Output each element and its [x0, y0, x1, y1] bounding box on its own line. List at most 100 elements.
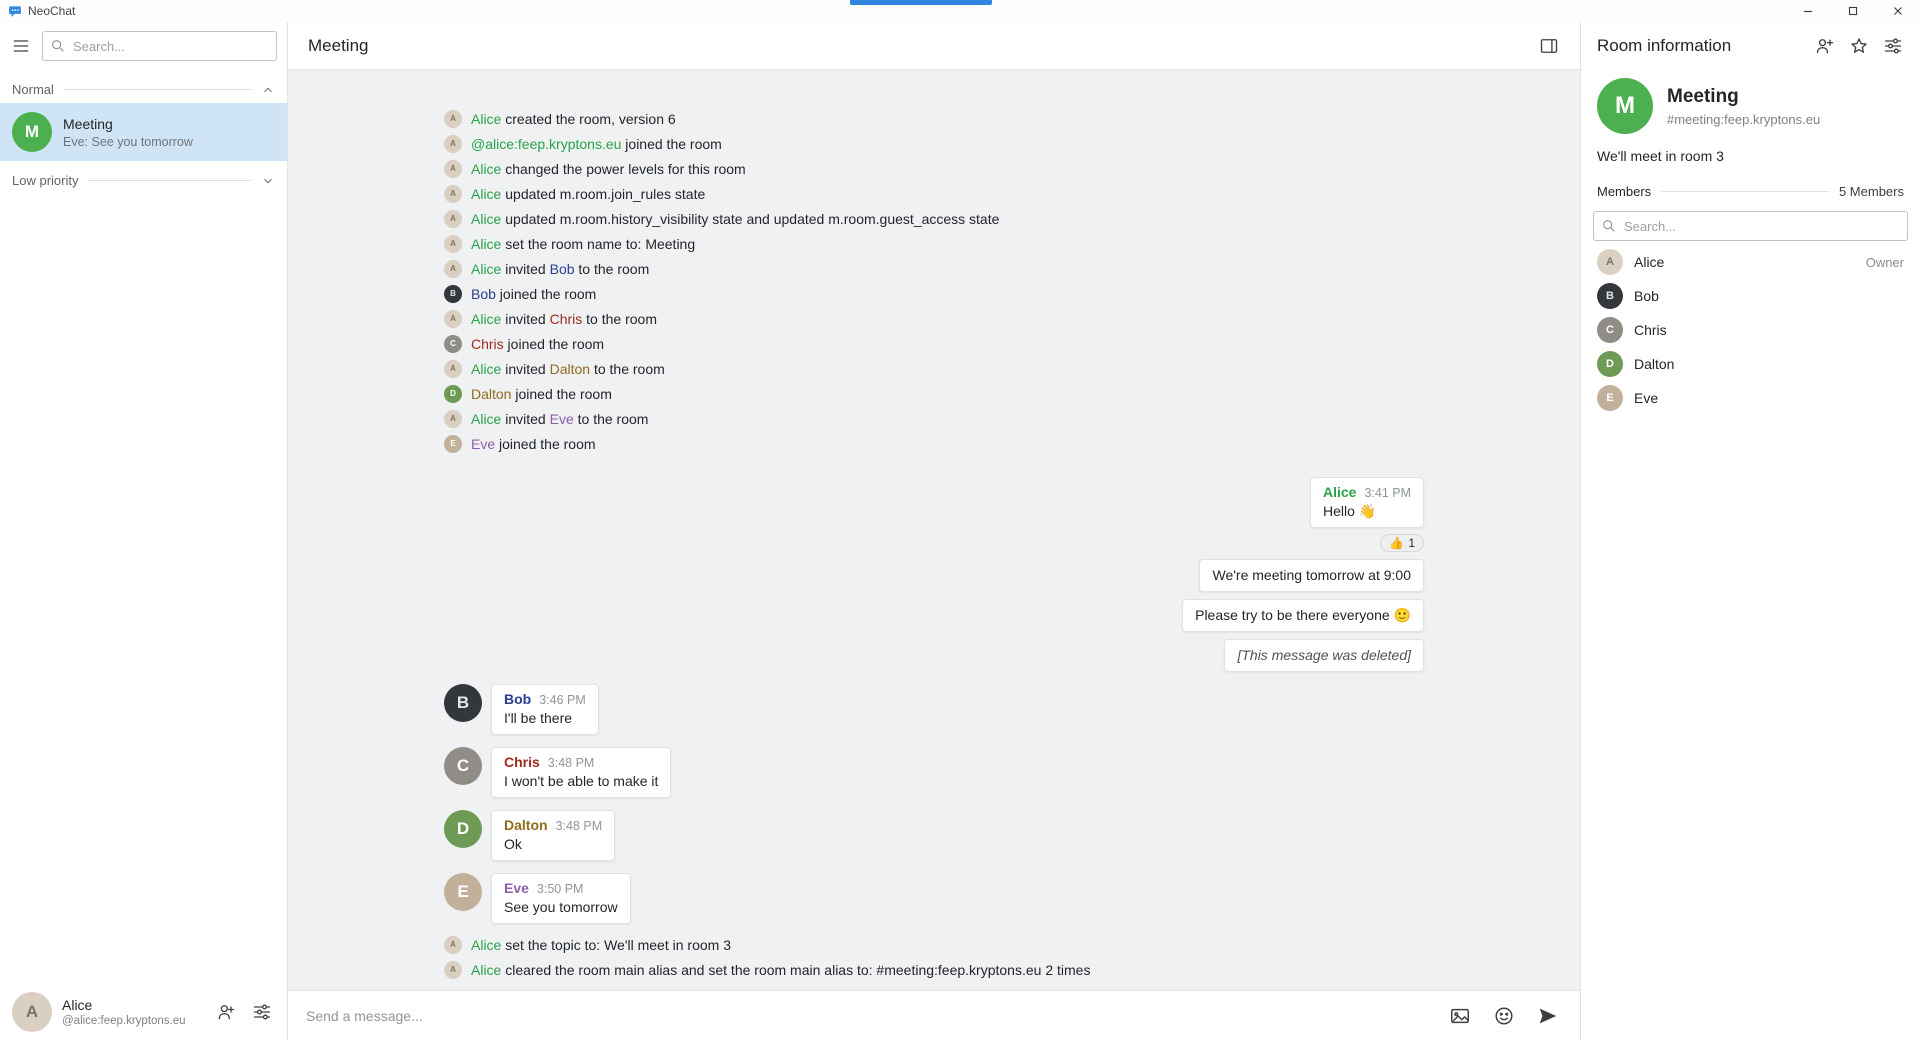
room-alias[interactable]: #meeting:feep.kryptons.eu	[1667, 111, 1821, 127]
attach-button[interactable]	[1446, 1002, 1474, 1030]
bob-avatar[interactable]: B	[444, 284, 462, 303]
maximize-button[interactable]	[1830, 0, 1875, 22]
user-mention[interactable]: Alice	[471, 936, 502, 953]
eve-avatar[interactable]: E	[444, 434, 462, 453]
own-message-row: We're meeting tomorrow at 9:00	[444, 559, 1424, 592]
message-input[interactable]	[306, 1007, 1430, 1024]
star-icon	[1851, 38, 1867, 53]
alice-avatar[interactable]: A	[444, 234, 462, 253]
message-bubble[interactable]: Please try to be there everyone 🙂	[1182, 599, 1424, 632]
alice-avatar[interactable]: A	[444, 184, 462, 203]
room-item-meeting[interactable]: M Meeting Eve: See you tomorrow	[0, 103, 287, 161]
alice-avatar[interactable]: A	[444, 134, 462, 153]
user-mention[interactable]: @alice:feep.kryptons.eu	[471, 135, 622, 152]
message-bubble[interactable]: We're meeting tomorrow at 9:00	[1199, 559, 1424, 592]
room-info-avatar[interactable]: M	[1597, 78, 1653, 134]
user-mention[interactable]: Chris	[471, 335, 504, 352]
close-button[interactable]	[1875, 0, 1920, 22]
send-icon	[1539, 1008, 1557, 1023]
section-normal[interactable]: Normal	[0, 70, 287, 103]
user-mention[interactable]: Eve	[549, 410, 574, 427]
room-summary-texts: Meeting #meeting:feep.kryptons.eu	[1667, 86, 1820, 127]
member-avatar[interactable]: A	[1597, 249, 1623, 275]
user-mention[interactable]: Bob	[549, 260, 575, 277]
member-search-input[interactable]	[1593, 211, 1908, 241]
user-mention[interactable]: Alice	[471, 235, 502, 252]
dalton-avatar[interactable]: D	[444, 384, 462, 403]
user-mention[interactable]: Alice	[471, 110, 502, 127]
user-mention[interactable]: Alice	[471, 160, 502, 177]
room-settings-button[interactable]	[1880, 33, 1906, 59]
alice-avatar[interactable]: A	[444, 359, 462, 378]
eve-avatar[interactable]: E	[444, 873, 482, 911]
alice-avatar[interactable]: A	[444, 259, 462, 278]
user-mention[interactable]: Bob	[471, 285, 496, 302]
bob-avatar[interactable]: B	[444, 684, 482, 722]
member-avatar[interactable]: D	[1597, 351, 1623, 377]
toggle-room-info-button[interactable]	[1536, 33, 1562, 59]
user-mention[interactable]: Chris	[549, 310, 583, 327]
user-mention[interactable]: Alice	[471, 185, 502, 202]
section-low-priority[interactable]: Low priority	[0, 161, 287, 194]
chris-avatar[interactable]: C	[444, 747, 482, 785]
message-bubble[interactable]: [This message was deleted]	[1224, 639, 1424, 672]
send-button[interactable]	[1534, 1002, 1562, 1030]
user-mention[interactable]: Alice	[471, 410, 502, 427]
favourite-button[interactable]	[1846, 33, 1872, 59]
alice-avatar[interactable]: A	[444, 209, 462, 228]
chris-avatar[interactable]: C	[444, 334, 462, 353]
user-mention[interactable]: Alice	[471, 961, 502, 978]
message-sender[interactable]: Eve	[504, 880, 529, 896]
dalton-avatar[interactable]: D	[444, 810, 482, 848]
state-event-text: Alice invited Eve to the room	[471, 411, 648, 427]
user-mention[interactable]: Alice	[471, 360, 502, 377]
member-avatar[interactable]: B	[1597, 283, 1623, 309]
alice-avatar[interactable]: A	[444, 409, 462, 428]
member-avatar[interactable]: C	[1597, 317, 1623, 343]
emoji-button[interactable]	[1490, 1002, 1518, 1030]
user-mention[interactable]: Alice	[471, 310, 502, 327]
hamburger-menu-button[interactable]	[8, 33, 34, 59]
room-search-input[interactable]	[42, 31, 277, 61]
message-sender[interactable]: Dalton	[504, 817, 548, 833]
message-sender[interactable]: Alice	[1322, 484, 1357, 500]
reaction-chip[interactable]: 👍1	[1380, 534, 1424, 552]
message-sender[interactable]: Bob	[504, 691, 532, 707]
member-avatar[interactable]: E	[1597, 385, 1623, 411]
titlebar[interactable]: NeoChat	[0, 0, 1920, 22]
minimize-button[interactable]	[1785, 0, 1830, 22]
user-mention[interactable]: Eve	[471, 435, 496, 452]
state-event-text: Eve joined the room	[471, 436, 596, 452]
user-mention[interactable]: Alice	[471, 260, 502, 277]
switch-account-button[interactable]	[213, 999, 239, 1025]
alice-avatar[interactable]: A	[444, 960, 462, 979]
user-mention[interactable]: Dalton	[471, 385, 512, 402]
settings-button[interactable]	[249, 999, 275, 1025]
alice-avatar[interactable]: A	[444, 159, 462, 178]
message-timestamp: 3:48 PM	[547, 756, 595, 770]
user-mention[interactable]: Dalton	[549, 360, 591, 377]
user-avatar[interactable]: A	[12, 992, 52, 1032]
alice-avatar[interactable]: A	[444, 935, 462, 954]
alice-avatar[interactable]: A	[444, 309, 462, 328]
message-sender[interactable]: Chris	[504, 754, 540, 770]
state-event: A Alice set the topic to: We'll meet in r…	[444, 932, 1424, 957]
alice-avatar[interactable]: A	[444, 109, 462, 128]
user-mention[interactable]: Alice	[471, 210, 502, 227]
state-text-segment: set the topic to: We'll meet in room 3	[501, 936, 731, 953]
state-text-segment: updated m.room.history_visibility state …	[501, 210, 1000, 227]
invite-user-button[interactable]	[1812, 33, 1838, 59]
state-event: E Eve joined the room	[444, 431, 1424, 456]
